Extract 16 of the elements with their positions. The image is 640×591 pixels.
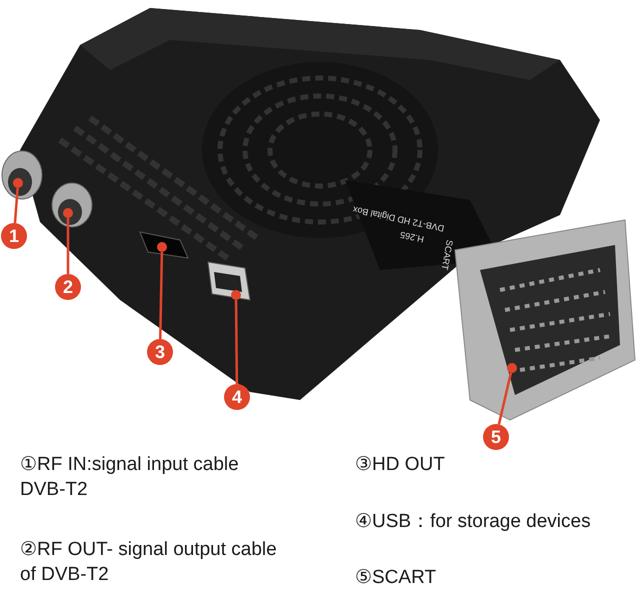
device-print: SCART: [440, 239, 455, 271]
port-description: ②RF OUT- signal output cable of DVB-T2: [20, 538, 278, 587]
callout-number: 3: [147, 339, 173, 365]
device-print: H.265: [399, 230, 425, 244]
leader-line: [159, 252, 164, 340]
leader-line: [498, 372, 512, 425]
callout-number: 4: [224, 384, 250, 410]
port-description: ③HD OUT: [355, 453, 446, 477]
leader-line: [14, 188, 19, 224]
port-description: ①RF IN:signal input cable DVB-T2: [20, 453, 240, 502]
callout-number: 1: [1, 223, 27, 249]
leader-line: [234, 300, 238, 384]
callout-number: 5: [483, 424, 509, 450]
port-description: ⑤SCART: [355, 566, 438, 590]
callout-number: 2: [55, 274, 81, 300]
port-description: ④USB：for storage devices: [355, 510, 592, 534]
